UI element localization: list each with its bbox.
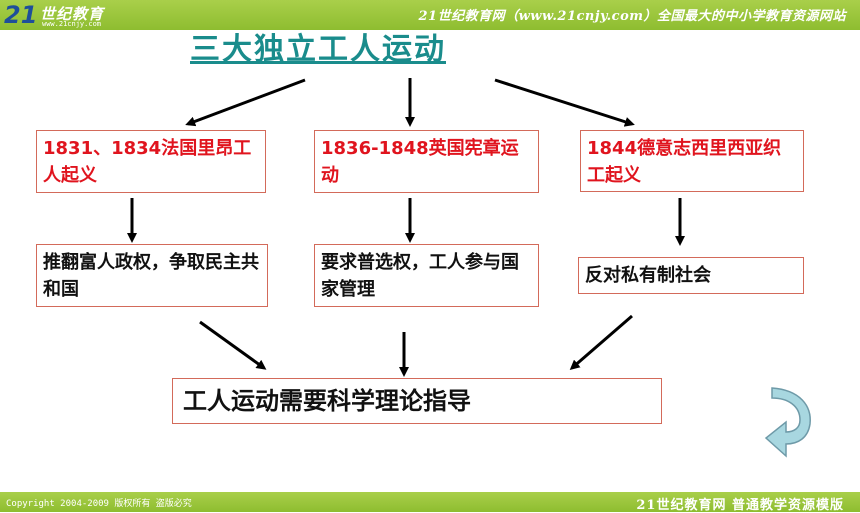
- arrow-goal-3-to-conclusion: [569, 314, 633, 370]
- arrow-goal-1-to-conclusion: [199, 320, 267, 370]
- logo-mark: 21: [4, 1, 38, 29]
- logo-text: 世纪教育: [40, 5, 105, 23]
- event-box-silesia: 1844德意志西里西亚织工起义: [580, 130, 804, 192]
- event-box-lyon: 1831、1834法国里昂工人起义: [36, 130, 266, 193]
- site-logo[interactable]: 21 世纪教育 www.21cnjy.com: [4, 2, 144, 28]
- conclusion-box: 工人运动需要科学理论指导: [172, 378, 662, 424]
- footer-bar: Copyright 2004-2009 版权所有 盗版必究 21世纪教育网 普通…: [0, 492, 860, 513]
- goal-box-lyon: 推翻富人政权，争取民主共和国: [36, 244, 268, 307]
- goal-box-chartism: 要求普选权，工人参与国家管理: [314, 244, 539, 307]
- header-bar: 21 世纪教育 www.21cnjy.com 21世纪教育网（www.21cnj…: [0, 0, 860, 30]
- footer-site-text: 21世纪教育网 普通教学资源模版: [636, 498, 844, 513]
- site-slogan: 21世纪教育网（www.21cnjy.com）全国最大的中小学教育资源网站: [418, 9, 846, 24]
- event-box-chartism: 1836-1848英国宪章运动: [314, 130, 539, 193]
- copyright-text: Copyright 2004-2009 版权所有 盗版必究: [6, 499, 192, 509]
- goal-box-silesia: 反对私有制社会: [578, 257, 804, 294]
- arrow-title-to-event-3: [494, 78, 635, 127]
- arrow-title-to-event-1: [185, 78, 306, 127]
- page-title: 三大独立工人运动: [190, 32, 446, 67]
- logo-url: www.21cnjy.com: [42, 20, 102, 28]
- curved-return-arrow-icon[interactable]: [764, 384, 814, 460]
